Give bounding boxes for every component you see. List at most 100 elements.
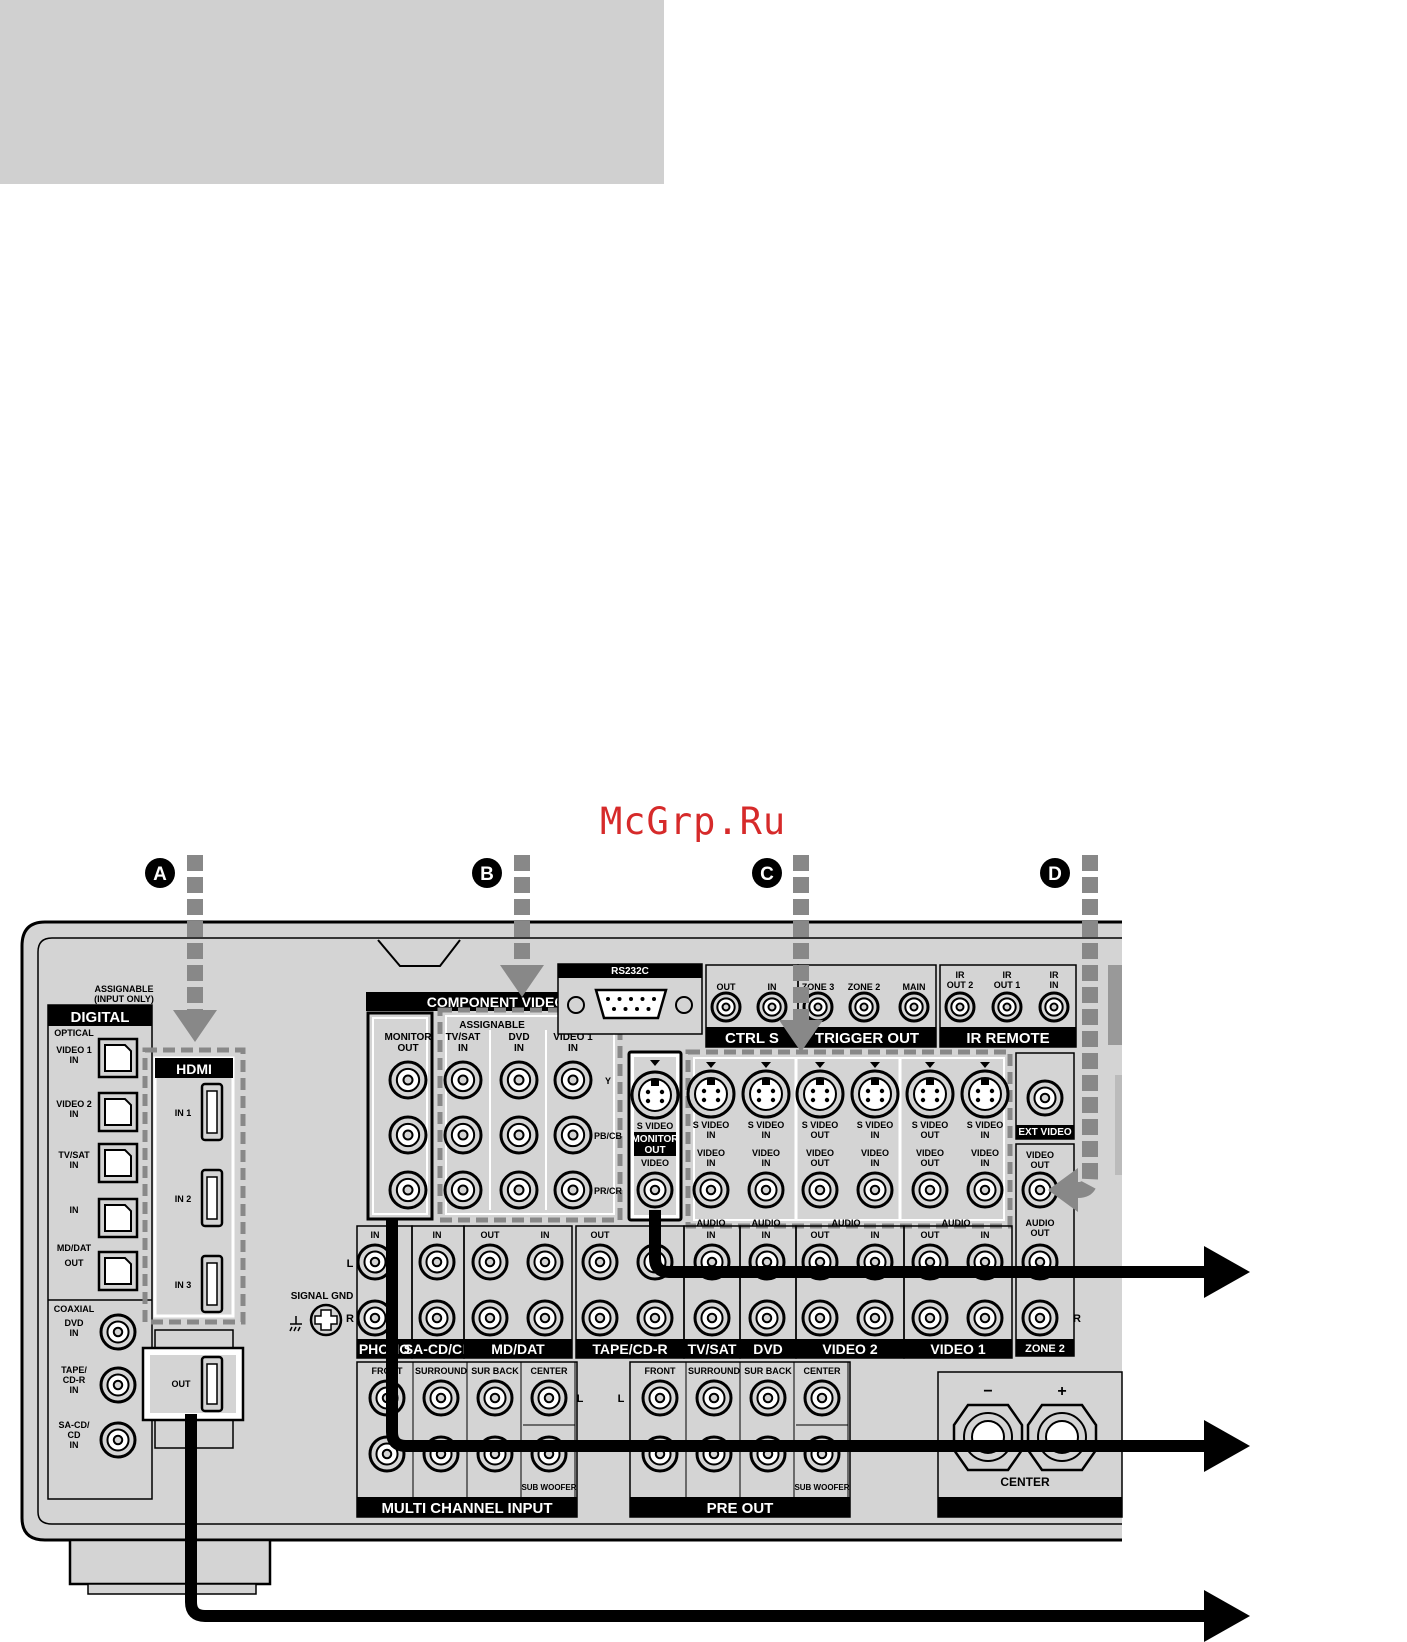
optical-jack-inner [104,1257,132,1285]
s-video-label: IN [981,1130,990,1140]
s-video-label: IN [707,1130,716,1140]
video-label: IN [871,1158,880,1168]
callout-letter: D [1048,864,1062,885]
hdmi-port-label: IN 3 [175,1280,192,1290]
rs232c-pin [652,997,656,1001]
signal-gnd-label: SIGNAL GND [291,1291,354,1302]
rs232c-label-bar [558,964,702,978]
speaker-terminal-ring [1037,1412,1087,1462]
audio-group-title-bar [904,1339,1012,1358]
rca-jack-pin [721,1002,731,1012]
ir-remote-label: OUT 1 [994,980,1021,990]
s-video-pin [770,1088,776,1094]
rca-jack-pin [814,1256,826,1268]
optical-input-label: VIDEO 1 [56,1045,92,1055]
rca-jack-pin [567,1184,579,1196]
pre-out-subwoofer-label: SUB WOOFER [794,1483,849,1492]
rs232c-port[interactable] [594,988,668,1020]
optical-input-label: IN [70,1055,79,1065]
ctrl-s-label: OUT [717,982,737,992]
s-video-pin [920,1088,926,1094]
s-video-label: S VIDEO [748,1120,785,1130]
s-video-pin [659,1089,665,1095]
s-video-key [871,1079,879,1085]
monitor-out-sub-label: OUT [644,1145,665,1156]
s-video-pin [989,1097,995,1103]
multi-channel-input-channel-label: SURROUND [415,1366,468,1376]
audio-io-label: IN [981,1230,990,1240]
hdmi-title: HDMI [176,1061,212,1077]
optical-label: OPTICAL [54,1028,94,1038]
video-label: VIDEO [861,1148,889,1158]
audio-label: AUDIO [832,1218,861,1228]
center-title: CENTER [1000,1475,1050,1489]
callout-marker [1040,858,1070,888]
zone2-r-label: R [1073,1313,1081,1325]
component-row-label: Y [605,1076,611,1086]
rca-jack-pin [1034,1256,1046,1268]
rca-jack-pin [767,1002,777,1012]
s-video-pin [810,1088,816,1094]
pre-out-l-label: L [618,1393,625,1405]
cable-line [649,1210,1205,1278]
audio-io-label: OUT [921,1230,941,1240]
component-assignable-label: ASSIGNABLE [459,1020,525,1031]
multi-channel-input-title-bar [357,1497,577,1517]
rca-jack-pin [112,1326,124,1338]
optical-input-label: TV/SAT [58,1150,90,1160]
video-label: OUT [811,1158,831,1168]
zone2-title: ZONE 2 [1025,1343,1065,1355]
rs232c-pin [646,1007,651,1011]
coaxial-input-label: IN [70,1385,79,1395]
coaxial-input-label: SA-CD/ [59,1420,90,1430]
ir-remote-title-bar [940,1027,1076,1047]
s-video-triangle-icon [980,1062,990,1068]
s-video-pin [701,1097,707,1103]
s-video-key [651,1080,659,1086]
video-label: VIDEO [916,1148,944,1158]
trigger-out-label: MAIN [903,982,926,992]
rs232c-screw [675,996,693,1014]
multi-channel-input-title: MULTI CHANNEL INPUT [381,1500,552,1517]
rca-jack-pin [567,1129,579,1141]
s-video-pin [715,1097,721,1103]
audio-group-title-bar [357,1339,412,1358]
ir-remote-label: OUT 2 [947,980,974,990]
audio-io-label: OUT [591,1230,611,1240]
rca-jack-pin [762,1392,774,1404]
optical-input-label: IN [70,1160,79,1170]
optical-input-label: VIDEO 2 [56,1099,92,1109]
coaxial-input-label: IN [70,1440,79,1450]
callout-arrowhead [173,1010,217,1042]
s-video-pin [879,1088,885,1094]
component-monitor-out-label: OUT [397,1043,418,1054]
s-video-pin [934,1097,940,1103]
audio-group-title: DVD [753,1341,783,1357]
rca-jack-pin [402,1184,414,1196]
rca-jack-pin [706,1256,718,1268]
pre-out-channel-label: SUR BACK [744,1366,792,1376]
rca-jack-pin [814,1184,826,1196]
md-dat-label: MD/DAT [57,1243,92,1253]
rca-jack-pin [431,1312,443,1324]
cable-arrowhead [1204,1246,1250,1298]
s-video-key [707,1079,715,1085]
s-video-pin [645,1089,651,1095]
hdmi-out-label: OUT [172,1379,192,1389]
monitor-video-label: VIDEO [641,1158,669,1168]
rs232c-label: RS232C [611,966,649,977]
component-dashed-highlight [437,1007,623,1223]
video-label: VIDEO [697,1148,725,1158]
callout-marker [752,858,782,888]
rca-jack-pin [457,1129,469,1141]
rca-jack-pin [955,1002,965,1012]
rca-jack-pin [513,1184,525,1196]
s-video-jack-inner [638,1078,672,1112]
audio-group-title-bar [412,1339,464,1358]
s-video-label: S VIDEO [967,1120,1004,1130]
s-video-key [926,1079,934,1085]
rca-jack-pin [539,1312,551,1324]
coaxial-label: COAXIAL [54,1304,95,1314]
optical-input-label: OUT [65,1258,85,1268]
